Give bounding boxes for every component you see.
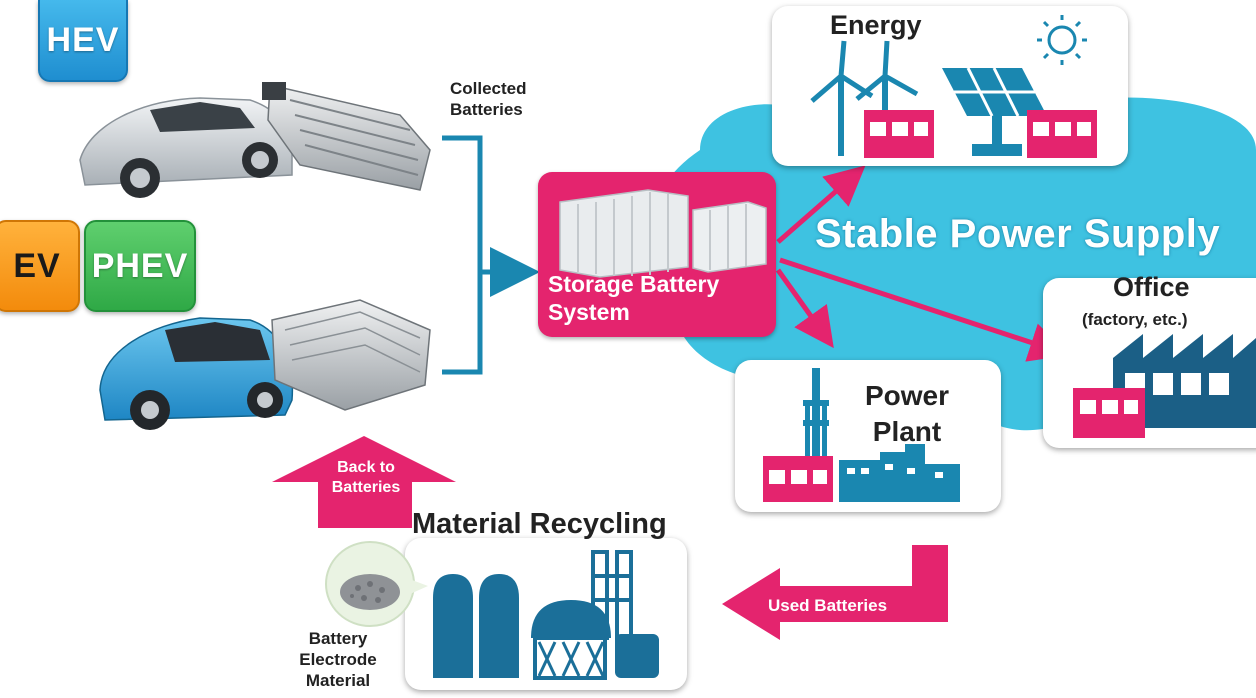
- renewable-energy-illustration: [810, 15, 1097, 158]
- electrode-powder-image: [340, 574, 400, 610]
- factory-pink-icon-2: [1027, 110, 1097, 158]
- used-batteries-label: Used Batteries: [768, 596, 888, 615]
- battery-electrode-material-label: Battery Electrode Material: [299, 629, 377, 690]
- phev-tag: PHEV: [84, 220, 196, 312]
- storage-battery-label: Storage Battery System: [548, 271, 720, 325]
- collected-batteries-connector: [442, 135, 540, 375]
- power-plant-pink-building-icon: [763, 456, 833, 502]
- sun-icon: [1037, 15, 1087, 65]
- hev-battery-pack-image: [262, 82, 431, 191]
- storage-output-arrows: [775, 165, 1070, 362]
- office-factory-illustration: [1073, 334, 1256, 438]
- power-plant-illustration: [763, 368, 960, 502]
- material-recycling-label: Material Recycling: [412, 508, 667, 540]
- ev-battery-pack-image: [271, 299, 431, 411]
- hev-car-image: [79, 97, 293, 198]
- collected-batteries-label: Collected Batteries: [450, 79, 527, 119]
- office-label: Office: [1113, 272, 1190, 302]
- distillation-tower-icon: [591, 550, 659, 678]
- factory-icon: [1113, 334, 1256, 428]
- ev-car-image: [99, 317, 294, 430]
- silo-icon: [433, 574, 519, 678]
- recycling-plant-illustration: [433, 550, 659, 680]
- factory-pink-icon: [864, 110, 934, 158]
- office-card: [1043, 278, 1256, 448]
- hev-tag: HEV: [38, 0, 128, 82]
- office-sub-label: (factory, etc.): [1082, 310, 1188, 329]
- used-batteries-arrow: [722, 545, 948, 640]
- power-plant-label: Power Plant: [864, 380, 950, 447]
- back-to-batteries-arrow: [272, 436, 456, 528]
- power-tower-icon: [803, 368, 829, 460]
- back-to-batteries-label: Back to Batteries: [331, 459, 401, 496]
- storage-cabinets-image: [559, 189, 767, 278]
- material-recycling-card: [405, 538, 687, 690]
- office-pink-building-icon: [1073, 388, 1145, 438]
- stable-power-supply-label: Stable Power Supply: [815, 212, 1221, 256]
- storage-battery-box: [538, 172, 776, 337]
- ev-tag: EV: [0, 220, 80, 312]
- power-plant-card: [735, 360, 1001, 512]
- solar-panel-icon: [942, 67, 1047, 156]
- power-plant-blue-building-icon: [839, 444, 960, 502]
- renewable-energy-card: [772, 6, 1128, 166]
- energy-label: Energy: [830, 10, 922, 40]
- electrode-material-bubble: [325, 541, 428, 627]
